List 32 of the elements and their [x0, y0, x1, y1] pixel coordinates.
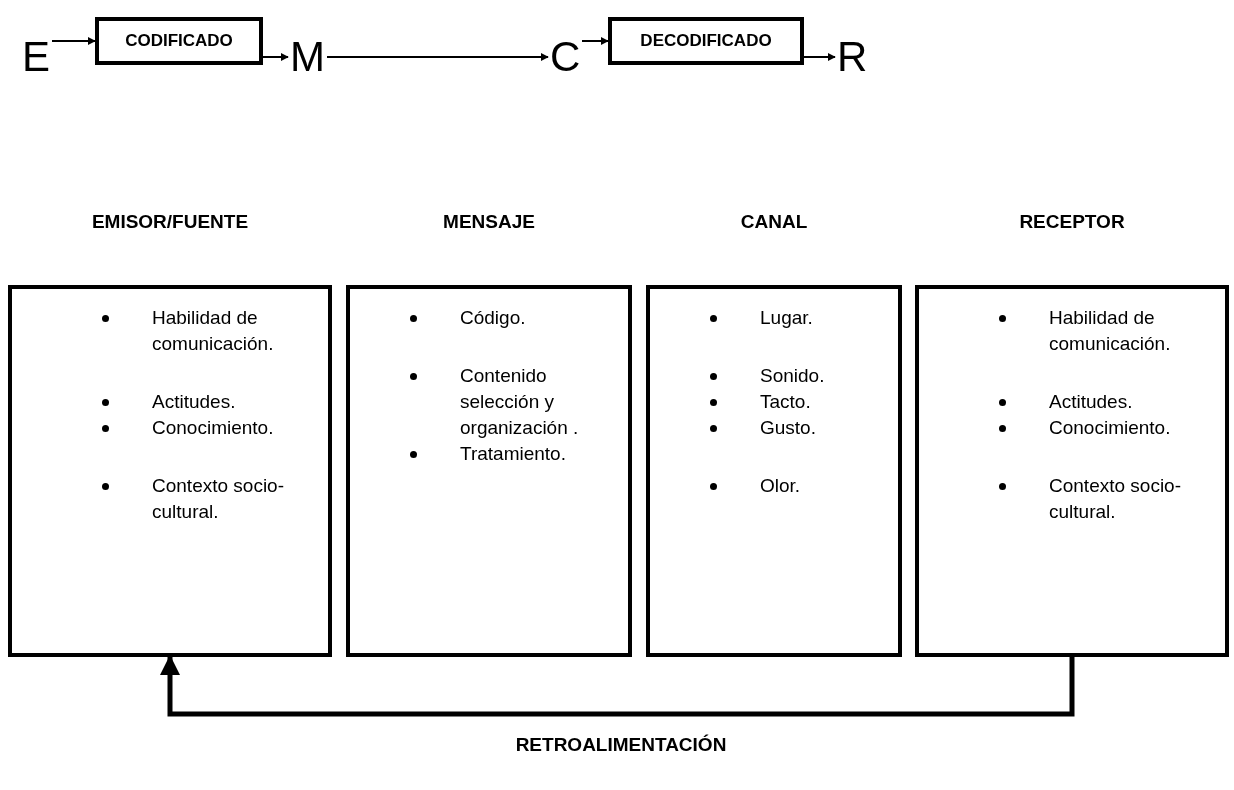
- bullet-text: Actitudes.: [152, 391, 236, 412]
- bullet-text: Lugar.: [760, 307, 813, 328]
- bullet-text: Gusto.: [760, 417, 816, 438]
- bullet-text: Olor.: [760, 475, 801, 496]
- process-box: DECODIFICADO: [608, 17, 804, 65]
- arrow: [262, 53, 289, 61]
- arrow: [160, 655, 1075, 717]
- bullet-text: Conocimiento.: [152, 417, 274, 438]
- node-letter: R: [835, 36, 870, 78]
- process-box: CODIFICADO: [95, 17, 263, 65]
- bullet-text: Contexto socio-cultural.: [1049, 475, 1181, 522]
- node-letter: E: [20, 36, 52, 78]
- bullet-text: Habilidad de comunicación.: [1049, 307, 1171, 354]
- node-letter: M: [288, 36, 327, 78]
- arrow: [51, 37, 96, 45]
- box-heading: EMISOR/FUENTE: [90, 211, 250, 233]
- box-heading: CANAL: [739, 211, 809, 233]
- bullet-text: Habilidad de comunicación.: [152, 307, 274, 354]
- bullet-text: Tacto.: [760, 391, 811, 412]
- box-heading: MENSAJE: [442, 211, 536, 233]
- arrow: [803, 53, 836, 61]
- bullet-text: Contenido selección y organización .: [460, 365, 579, 438]
- bullet-text: Código.: [460, 307, 526, 328]
- bullet-text: Contexto socio-cultural.: [152, 475, 284, 522]
- bullet-text: Sonido.: [760, 365, 825, 386]
- bullet-text: Tratamiento.: [460, 443, 566, 464]
- arrow: [581, 37, 609, 45]
- box-heading: RECEPTOR: [1018, 211, 1126, 233]
- bullet-text: Conocimiento.: [1049, 417, 1171, 438]
- bullet-text: Actitudes.: [1049, 391, 1133, 412]
- node-letter: C: [548, 36, 583, 78]
- arrow: [326, 53, 549, 61]
